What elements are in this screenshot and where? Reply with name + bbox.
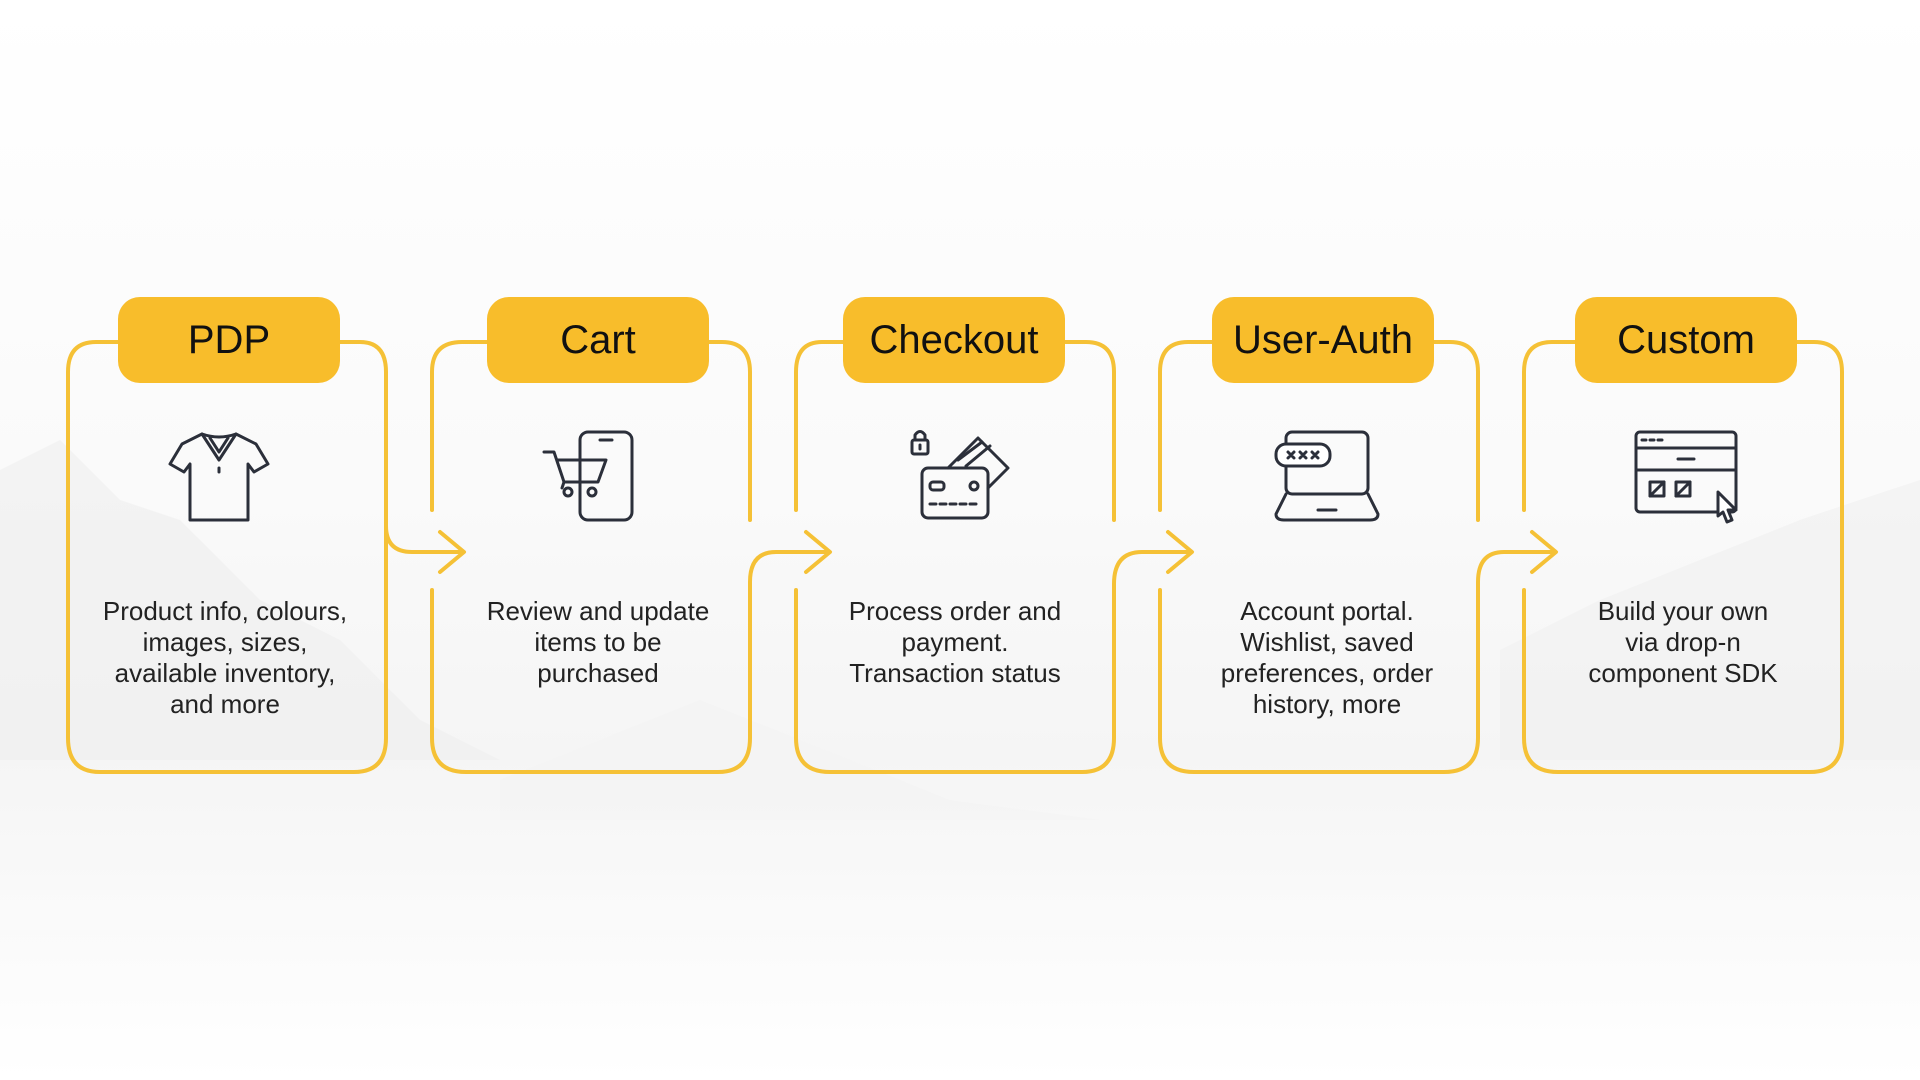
desc-line: Transaction status [849,658,1061,688]
t-shirt-icon [168,432,270,522]
connector-arrow-1 [384,524,466,574]
desc-line: preferences, order [1220,658,1434,688]
desc-line: and more [170,689,280,719]
step-title-checkout: Checkout [843,297,1065,383]
cart-box-outline [430,340,832,774]
credit-card-lock-icon [910,430,1010,520]
step-title-label: Cart [560,317,636,362]
step-description-cart: Review and update items to be purchased [453,596,743,689]
step-title-custom: Custom [1575,297,1797,383]
shopping-cart-phone-icon [542,430,634,522]
step-title-label: User-Auth [1232,317,1414,362]
pdp-box-outline [66,340,388,774]
browser-window-cursor-icon [1634,430,1738,524]
step-title-pdp: PDP [118,297,340,383]
checkout-box-outline [794,340,1194,774]
desc-line: available inventory, [114,658,336,688]
desc-line: purchased [537,658,659,688]
step-description-custom: Build your own via drop-n component SDK [1538,596,1828,689]
desc-line: Product info, colours, [102,596,348,626]
desc-line: history, more [1252,689,1402,719]
desc-line: Process order and [848,596,1062,626]
desc-line: Build your own [1597,596,1769,626]
step-title-user-auth: User-Auth [1212,297,1434,383]
desc-line: items to be [534,627,662,657]
user-auth-box-outline [1158,340,1558,774]
desc-line: via drop-n [1625,627,1741,657]
custom-box-outline [1522,340,1844,774]
desc-line: images, sizes, [142,627,308,657]
desc-line: Review and update [486,596,710,626]
step-title-cart: Cart [487,297,709,383]
desc-line: Account portal. [1240,596,1414,626]
step-title-label: Custom [1617,317,1755,362]
step-description-user-auth: Account portal. Wishlist, saved preferen… [1182,596,1472,720]
step-title-label: Checkout [869,317,1039,362]
desc-line: Wishlist, saved [1240,627,1414,657]
step-description-checkout: Process order and payment. Transaction s… [810,596,1100,689]
step-description-pdp: Product info, colours, images, sizes, av… [80,596,370,720]
desc-line: component SDK [1588,658,1778,688]
desc-line: payment. [901,627,1009,657]
step-title-label: PDP [187,317,271,362]
laptop-password-icon [1274,430,1380,522]
